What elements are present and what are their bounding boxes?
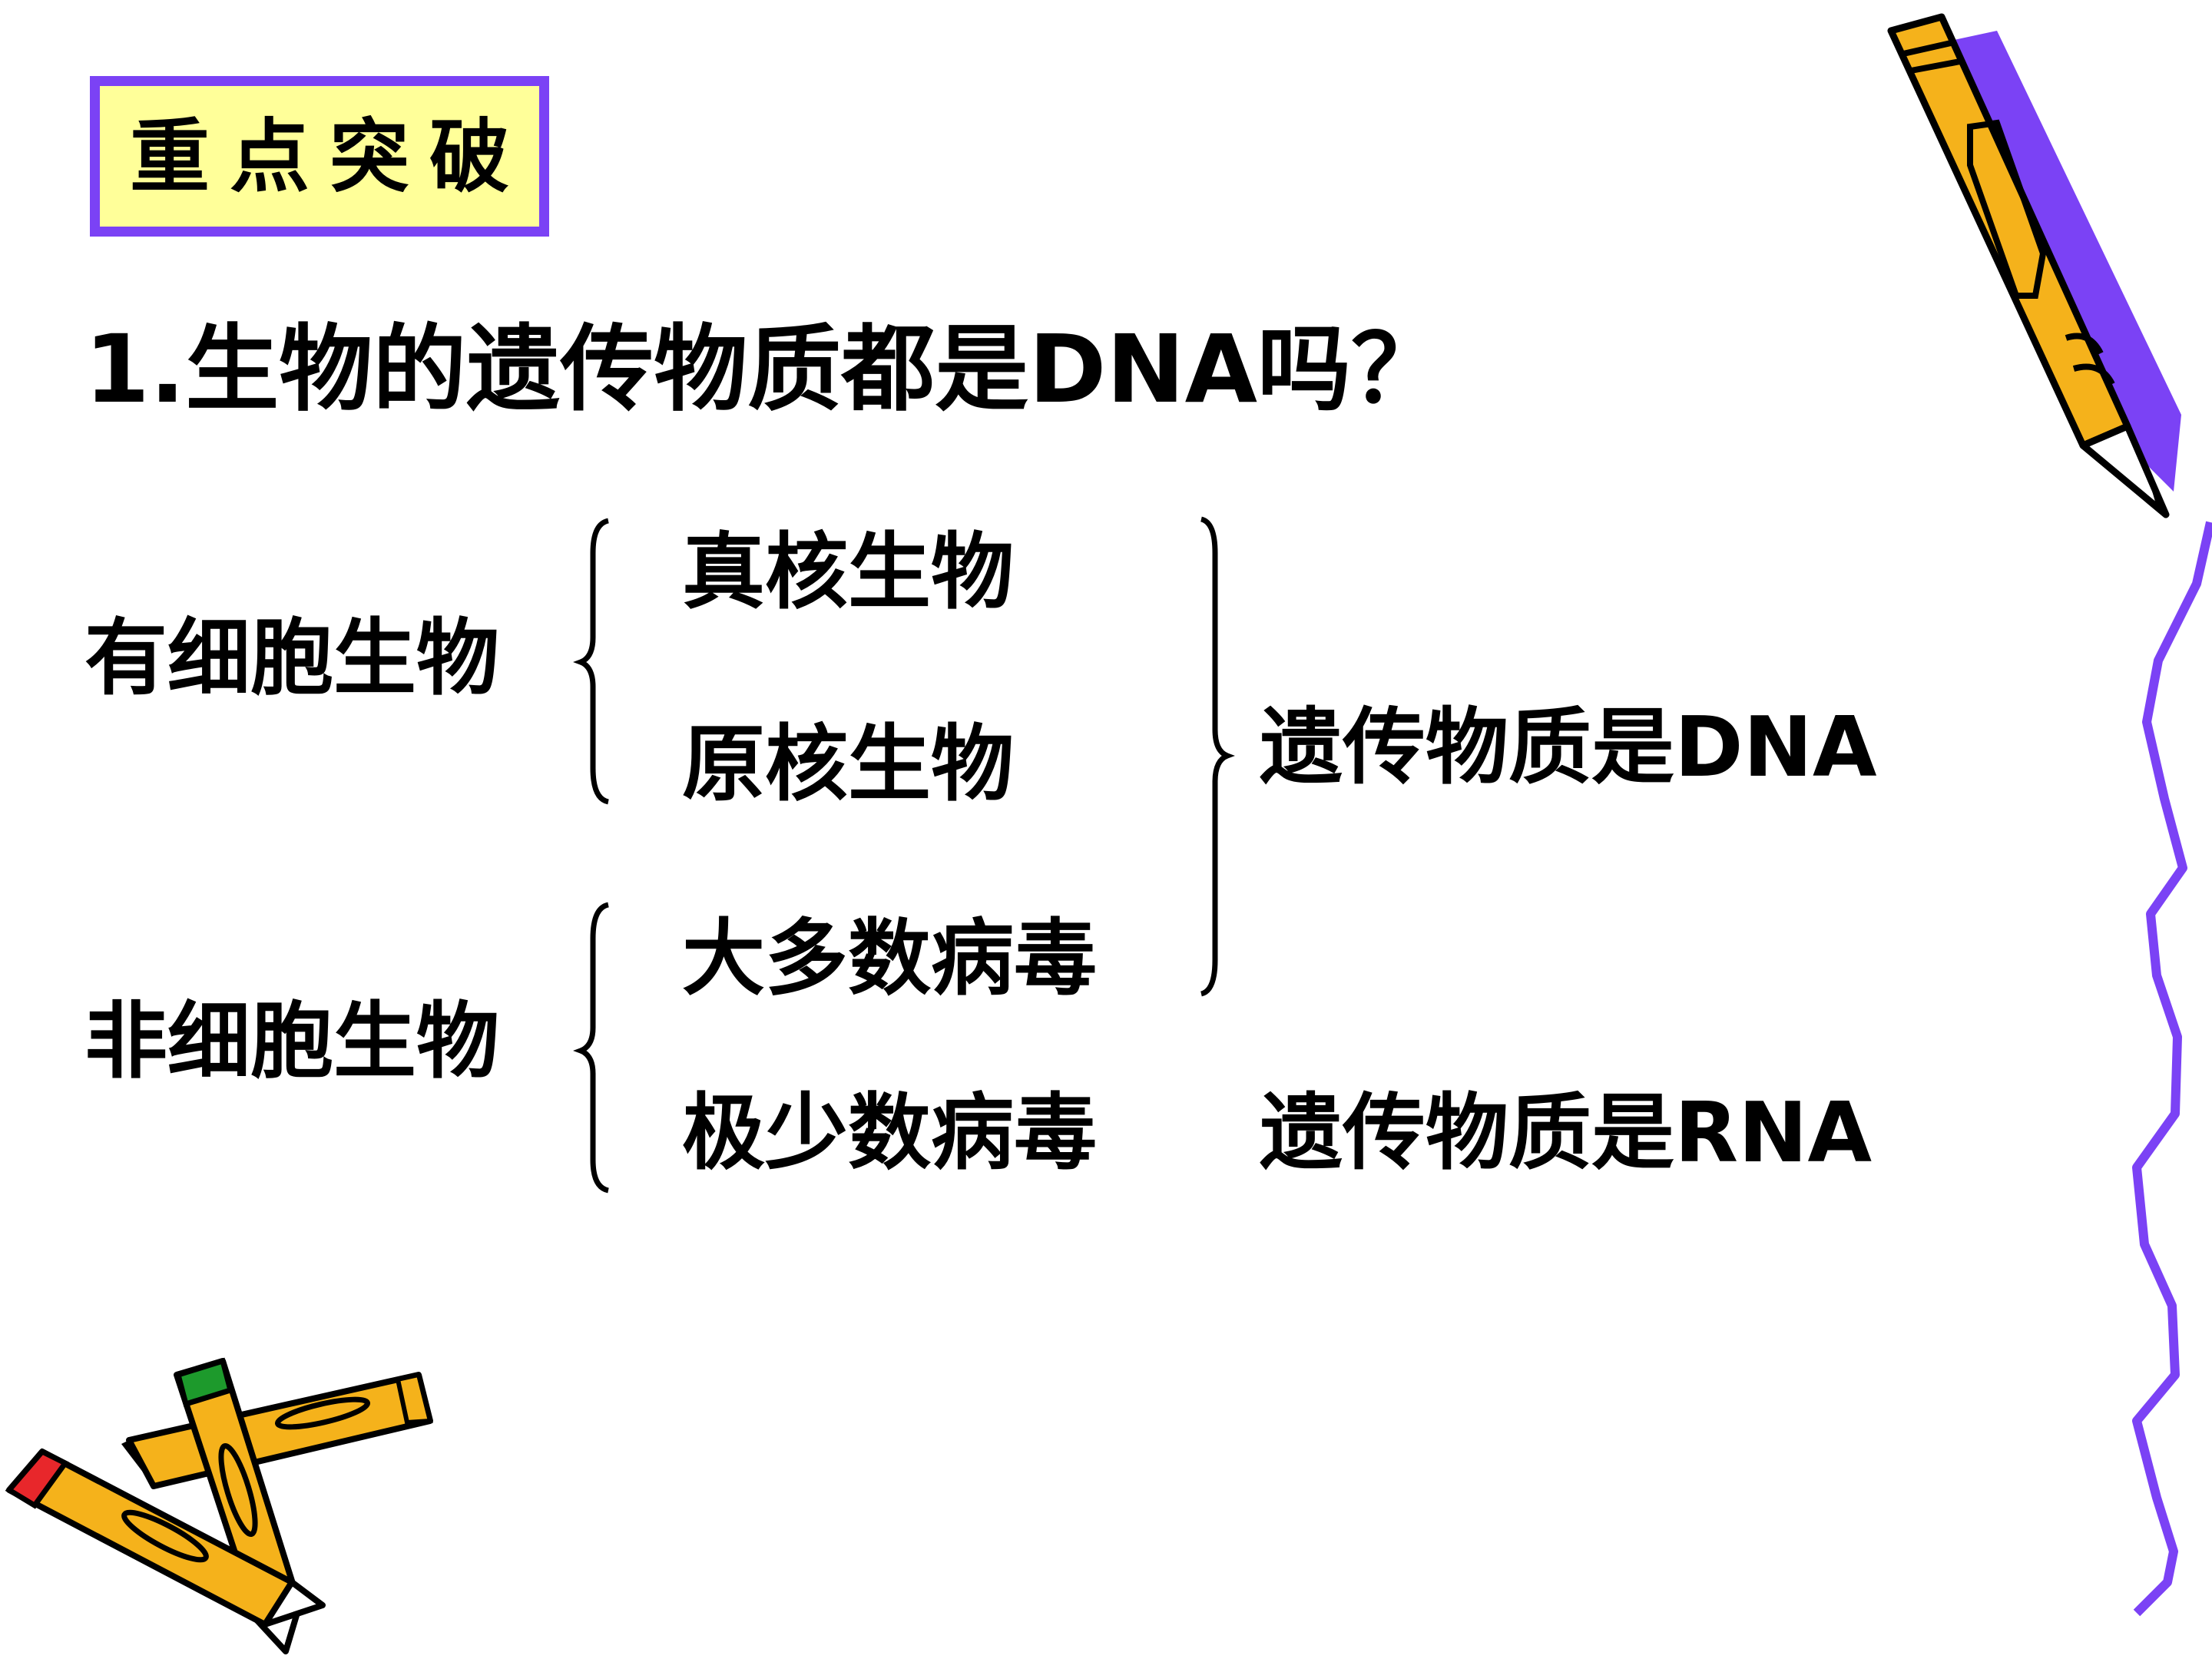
rna-result-label: 遗传物质是RNA [1260,1085,1873,1181]
question-title: 1.生物的遗传物质都是DNA吗？ [84,315,1445,424]
pencil-icon [1887,13,2181,518]
wavy-line-decoration [2132,521,2212,1617]
right-brace-dna [1200,516,1235,997]
left-brace-cellular [573,518,610,805]
few-viruses-label: 极少数病毒 [682,1085,1098,1181]
left-brace-acellular [573,902,610,1194]
section-badge-text: 重点突破 [129,108,529,204]
cellular-organisms-label: 有细胞生物 [84,611,500,707]
section-badge: 重点突破 [90,76,549,237]
most-viruses-label: 大多数病毒 [682,911,1098,1007]
dna-result-label: 遗传物质是DNA [1260,700,1877,796]
crossed-pencils-icon [5,1357,433,1654]
eukaryote-label: 真核生物 [682,525,1015,621]
acellular-organisms-label: 非细胞生物 [84,994,500,1090]
prokaryote-label: 原核生物 [682,717,1015,813]
